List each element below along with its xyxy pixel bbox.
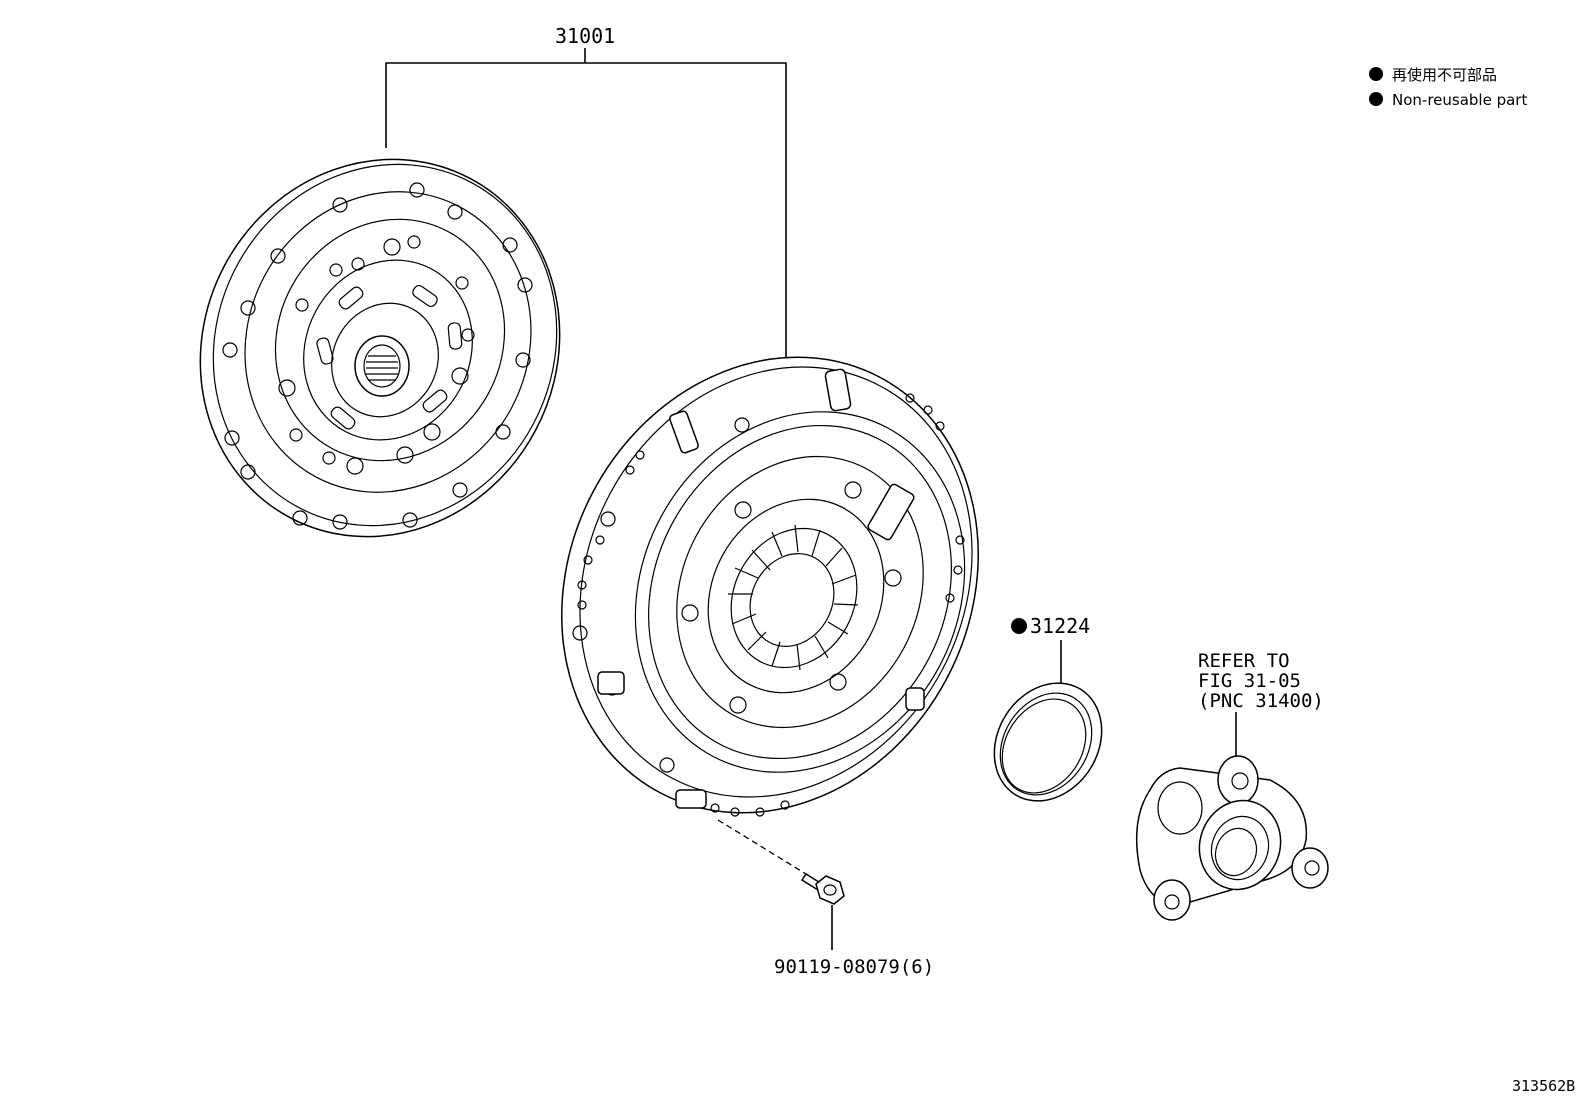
part-number-bolt: 90119-08079(6)	[774, 956, 934, 978]
clutch-disc	[199, 158, 561, 538]
non-reusable-marker-icon	[1369, 92, 1383, 106]
legend-text-en: Non-reusable part	[1392, 91, 1527, 109]
diagram-code: 313562B	[1512, 1077, 1575, 1095]
clutch-cover	[561, 356, 979, 817]
release-bearing: REFER TO FIG 31-05 (PNC 31400)	[1135, 650, 1329, 921]
part-number-31224: 31224	[1030, 614, 1090, 638]
seal: 31224	[993, 614, 1103, 802]
callout-31001: 31001	[385, 24, 787, 362]
refer-text-line2: FIG 31-05	[1198, 670, 1301, 692]
non-reusable-marker-icon	[1011, 618, 1027, 634]
legend-text-jp: 再使用不可部品	[1392, 66, 1497, 84]
refer-text-line3: (PNC 31400)	[1198, 690, 1324, 712]
bolt-leader-dashed	[717, 819, 807, 875]
part-number-31001: 31001	[555, 24, 615, 48]
refer-text-line1: REFER TO	[1198, 650, 1290, 672]
bolt: 90119-08079(6)	[717, 819, 934, 978]
non-reusable-marker-icon	[1369, 67, 1383, 81]
legend: 再使用不可部品 Non-reusable part	[1369, 66, 1527, 109]
